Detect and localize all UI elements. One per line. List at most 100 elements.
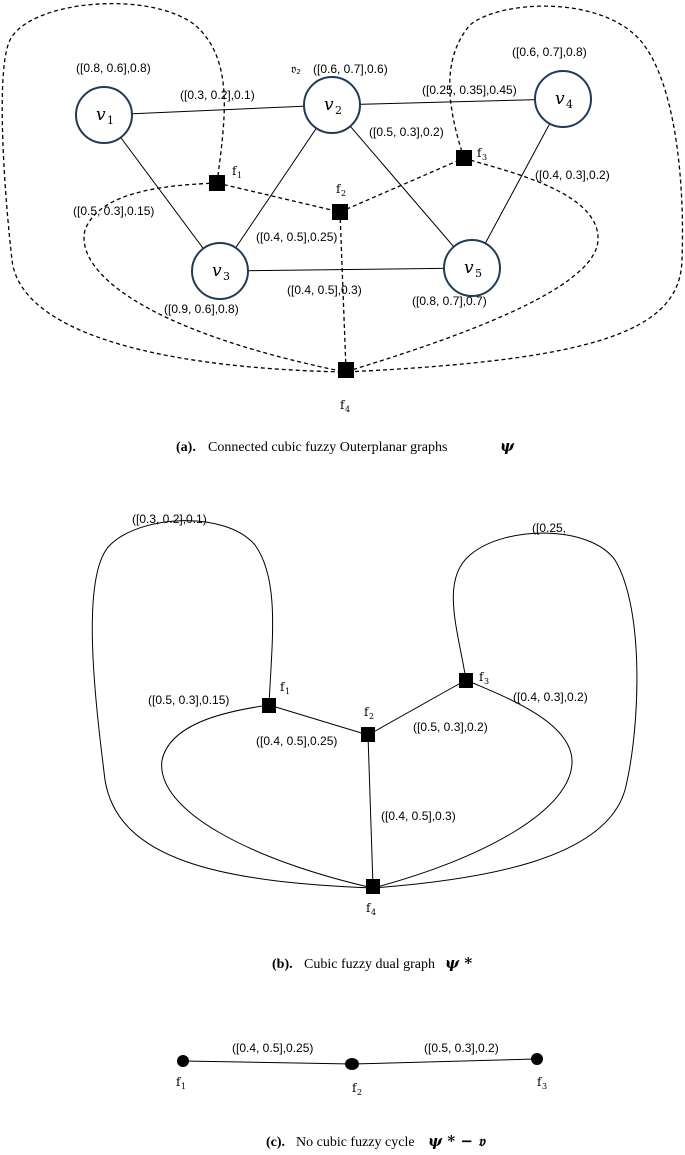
vertex-v1-name: v (96, 105, 106, 125)
face-f2: f 2 (332, 182, 348, 220)
dual-b-loop-f1-f4 (91, 520, 374, 889)
vertex-v4-name: v (555, 89, 565, 109)
figure-b-edges (91, 520, 638, 889)
vertex-v1: v 1 (75, 86, 133, 144)
vertex-v5-name: v (464, 258, 474, 278)
edge-v1-v2-label: ([0.3, 0.2],0.1) (180, 88, 255, 102)
figure-b-caption: (b). Cubic fuzzy dual graph ψ * (272, 954, 472, 972)
face-b-f3-sub: 3 (484, 677, 489, 686)
caption-c-text: No cubic fuzzy cycle (296, 1135, 415, 1150)
dual-b-label-f1-f4: ([0.5, 0.3],0.15) (148, 693, 229, 707)
face-c-f1: f 1 (176, 1055, 189, 1091)
face-b-f2-name: f (364, 705, 370, 719)
caption-b-symbol: ψ * (445, 954, 472, 972)
vertex-v5-label: ([0.8, 0.7],0.7) (412, 294, 487, 308)
face-c-f2-sub: 2 (357, 1088, 362, 1097)
vertex-v1-label: ([0.8, 0.6],0.8) (76, 61, 151, 75)
edge-v4-v5-label: ([0.4, 0.3],0.2) (535, 168, 610, 182)
dual-edge-f2-f4 (339, 211, 347, 371)
figure-b: ([0.3, 0.2],0.1) ([0.25, ([0.5, 0.3],0.1… (91, 512, 638, 972)
vertex-v4-label: ([0.6, 0.7],0.8) (512, 45, 587, 59)
edge-v2-v4-label: ([0.25, 0.35],0.45) (422, 83, 517, 97)
figure-a-vertex-labels: ([0.8, 0.6],0.8) 𝔳₂ ([0.6, 0.7],0.6) ([0… (76, 45, 587, 316)
path-c-label-f1-f2: ([0.4, 0.5],0.25) (232, 1041, 313, 1055)
vertex-v4: v 4 (534, 70, 592, 128)
face-b-f4-sub: 4 (371, 908, 376, 917)
figure-b-edge-labels: ([0.3, 0.2],0.1) ([0.25, ([0.5, 0.3],0.1… (132, 512, 588, 823)
face-f3: f 3 (456, 146, 487, 166)
dual-b-label-f2-f3: ([0.5, 0.3],0.2) (413, 720, 488, 734)
edge-v1-v3-label: ([0.5, 0.3],0.15) (73, 204, 154, 218)
figure-c-faces: f 1 f 2 f 3 (176, 1053, 547, 1097)
figure-a-caption: (a). Connected cubic fuzzy Outerplanar g… (176, 437, 515, 455)
caption-c-tag: (c). (266, 1135, 285, 1150)
figure-a-vertices: v 1 v 2 v 3 v 4 v 5 (75, 70, 592, 300)
dual-b-label-f1-f2: ([0.4, 0.5],0.25) (256, 734, 337, 748)
dual-b-label-f3-f4: ([0.4, 0.3],0.2) (513, 690, 588, 704)
vertex-v2-name: v (324, 95, 334, 115)
caption-b-tag: (b). (272, 957, 293, 972)
vertex-v5: v 5 (443, 239, 501, 297)
caption-c-symbol: ψ * − 𝔳 (428, 1132, 486, 1150)
figure-b-faces: f 1 f 2 f 3 f 4 (262, 670, 489, 917)
caption-a-text: Connected cubic fuzzy Outerplanar graphs (208, 440, 447, 455)
vertex-v3-label: ([0.9, 0.6],0.8) (164, 302, 239, 316)
caption-b-text: Cubic fuzzy dual graph (304, 957, 435, 972)
dual-curve-f3-f4 (344, 157, 599, 373)
dual-b-curve-f3-f4 (372, 679, 573, 889)
vertex-v2-label: ([0.6, 0.7],0.6) (313, 62, 388, 76)
edge-v2-v5-label: ([0.5, 0.3],0.2) (369, 125, 444, 139)
edge-v1-v2 (103, 104, 333, 116)
dual-loop-f1-f4 (1, 2, 346, 373)
edge-v2-v4 (331, 98, 564, 106)
face-f4-name: f (340, 398, 346, 412)
dual-b-label-loop-left: ([0.3, 0.2],0.1) (132, 512, 207, 526)
face-f1-name: f (232, 164, 238, 178)
vertex-v2: v 2 (303, 76, 361, 134)
figure-c-caption: (c). No cubic fuzzy cycle ψ * − 𝔳 (266, 1132, 486, 1150)
vertex-v2-sub: 2 (335, 104, 342, 117)
vertex-v2-prefix: 𝔳₂ (291, 62, 301, 76)
figure-c-edge-labels: ([0.4, 0.5],0.25) ([0.5, 0.3],0.2) (232, 1041, 499, 1055)
face-f4-sub: 4 (345, 405, 350, 414)
face-b-f4-name: f (366, 901, 372, 915)
face-b-f1: f 1 (262, 680, 290, 713)
face-b-f4: f 4 (366, 879, 380, 917)
face-c-f3-sub: 3 (542, 1082, 547, 1091)
edge-v3-v5 (219, 267, 473, 272)
face-f2-sub: 2 (341, 189, 346, 198)
edge-v2-v3 (219, 104, 333, 272)
path-c-label-f2-f3: ([0.5, 0.3],0.2) (424, 1041, 499, 1055)
face-b-f3: f 3 (459, 670, 489, 688)
face-c-f2-name: f (352, 1081, 358, 1095)
face-c-f1-sub: 1 (181, 1082, 186, 1091)
dual-b-edge-f2-f4 (367, 734, 374, 887)
face-f1: f 1 (209, 164, 242, 191)
dual-loop-f3-f4 (344, 5, 684, 373)
dual-edge-f1-f2 (216, 182, 341, 213)
face-c-f3: f 3 (531, 1053, 547, 1091)
face-c-f3-name: f (537, 1075, 543, 1089)
figure-a: v 1 v 2 v 3 v 4 v 5 (1, 2, 684, 455)
dual-b-edge-f2-f3 (367, 679, 467, 736)
caption-a-tag: (a). (176, 440, 196, 455)
vertex-v3-name: v (212, 261, 222, 281)
figure-a-edges (103, 98, 564, 272)
face-b-f2: f 2 (361, 705, 375, 742)
edge-v2-v5 (331, 104, 473, 269)
path-c-f2-f3 (351, 1058, 538, 1065)
face-f3-name: f (477, 146, 483, 160)
vertex-v5-sub: 5 (475, 267, 482, 280)
face-b-f3-name: f (479, 670, 485, 684)
figure-a-edge-labels: ([0.3, 0.2],0.1) ([0.25, 0.35],0.45) ([0… (73, 83, 610, 297)
vertex-v3: v 3 (191, 242, 249, 300)
vertex-v4-sub: 4 (566, 98, 573, 111)
face-b-f2-sub: 2 (369, 712, 374, 721)
dual-b-edge-f1-f2 (268, 704, 369, 736)
path-c-f1-f2 (182, 1060, 353, 1065)
dual-b-curve-f1-f4 (161, 704, 374, 889)
face-f2-name: f (336, 182, 342, 196)
vertex-v3-sub: 3 (223, 270, 230, 283)
dual-curve-f1-f4 (83, 182, 346, 373)
